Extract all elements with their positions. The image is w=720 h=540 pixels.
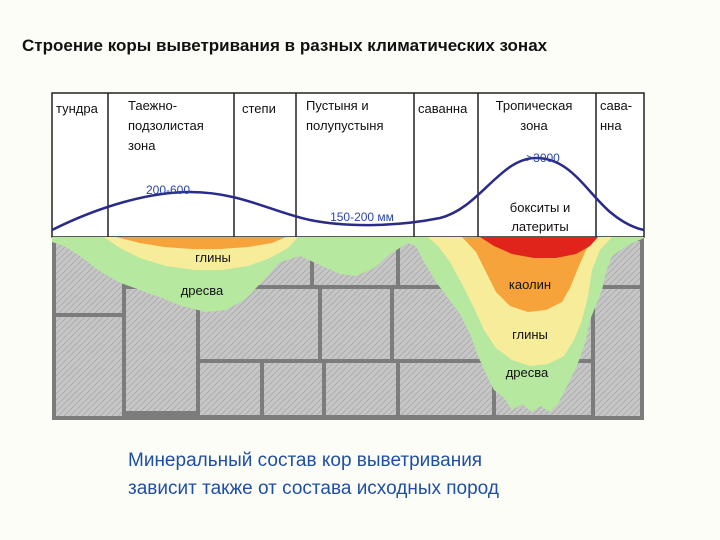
zone-label-savanna-left: саванна — [418, 101, 468, 116]
zone-label-tropical-1: Тропическая — [496, 98, 573, 113]
caption-line-2: зависит также от состава исходных пород — [128, 475, 499, 503]
zone-label-desert-1: Пустыня и — [306, 98, 369, 113]
layer-label-clay-left: глины — [195, 250, 231, 265]
zone-label-savanna-right-2: нна — [600, 118, 622, 133]
layer-label-gruss-right: дресва — [506, 365, 549, 380]
precip-label-taiga: 200-600 — [146, 183, 190, 197]
zone-label-taiga-2: подзолистая — [128, 118, 204, 133]
zone-label-taiga-3: зона — [128, 138, 156, 153]
precip-label-desert: 150-200 мм — [330, 210, 394, 224]
layer-label-kaolin: каолин — [509, 277, 551, 292]
layer-label-clay-right: глины — [512, 327, 548, 342]
caption-line-1: Минеральный состав кор выветривания — [128, 447, 499, 475]
layer-label-bauxite-2: латериты — [511, 219, 568, 234]
layer-label-bauxite-1: бокситы и — [510, 200, 570, 215]
zone-label-savanna-right-1: сава- — [600, 98, 632, 113]
zone-label-taiga-1: Таежно- — [128, 98, 177, 113]
caption: Минеральный состав кор выветривания зави… — [128, 447, 499, 503]
zone-label-steppe: степи — [242, 101, 276, 116]
zone-label-tropical-2: зона — [520, 118, 548, 133]
zone-label-desert-2: полупустыня — [306, 118, 383, 133]
layer-label-gruss-left: дресва — [181, 283, 224, 298]
zone-label-tundra: тундра — [56, 101, 99, 116]
precip-label-tropical: >3000 — [526, 151, 560, 165]
